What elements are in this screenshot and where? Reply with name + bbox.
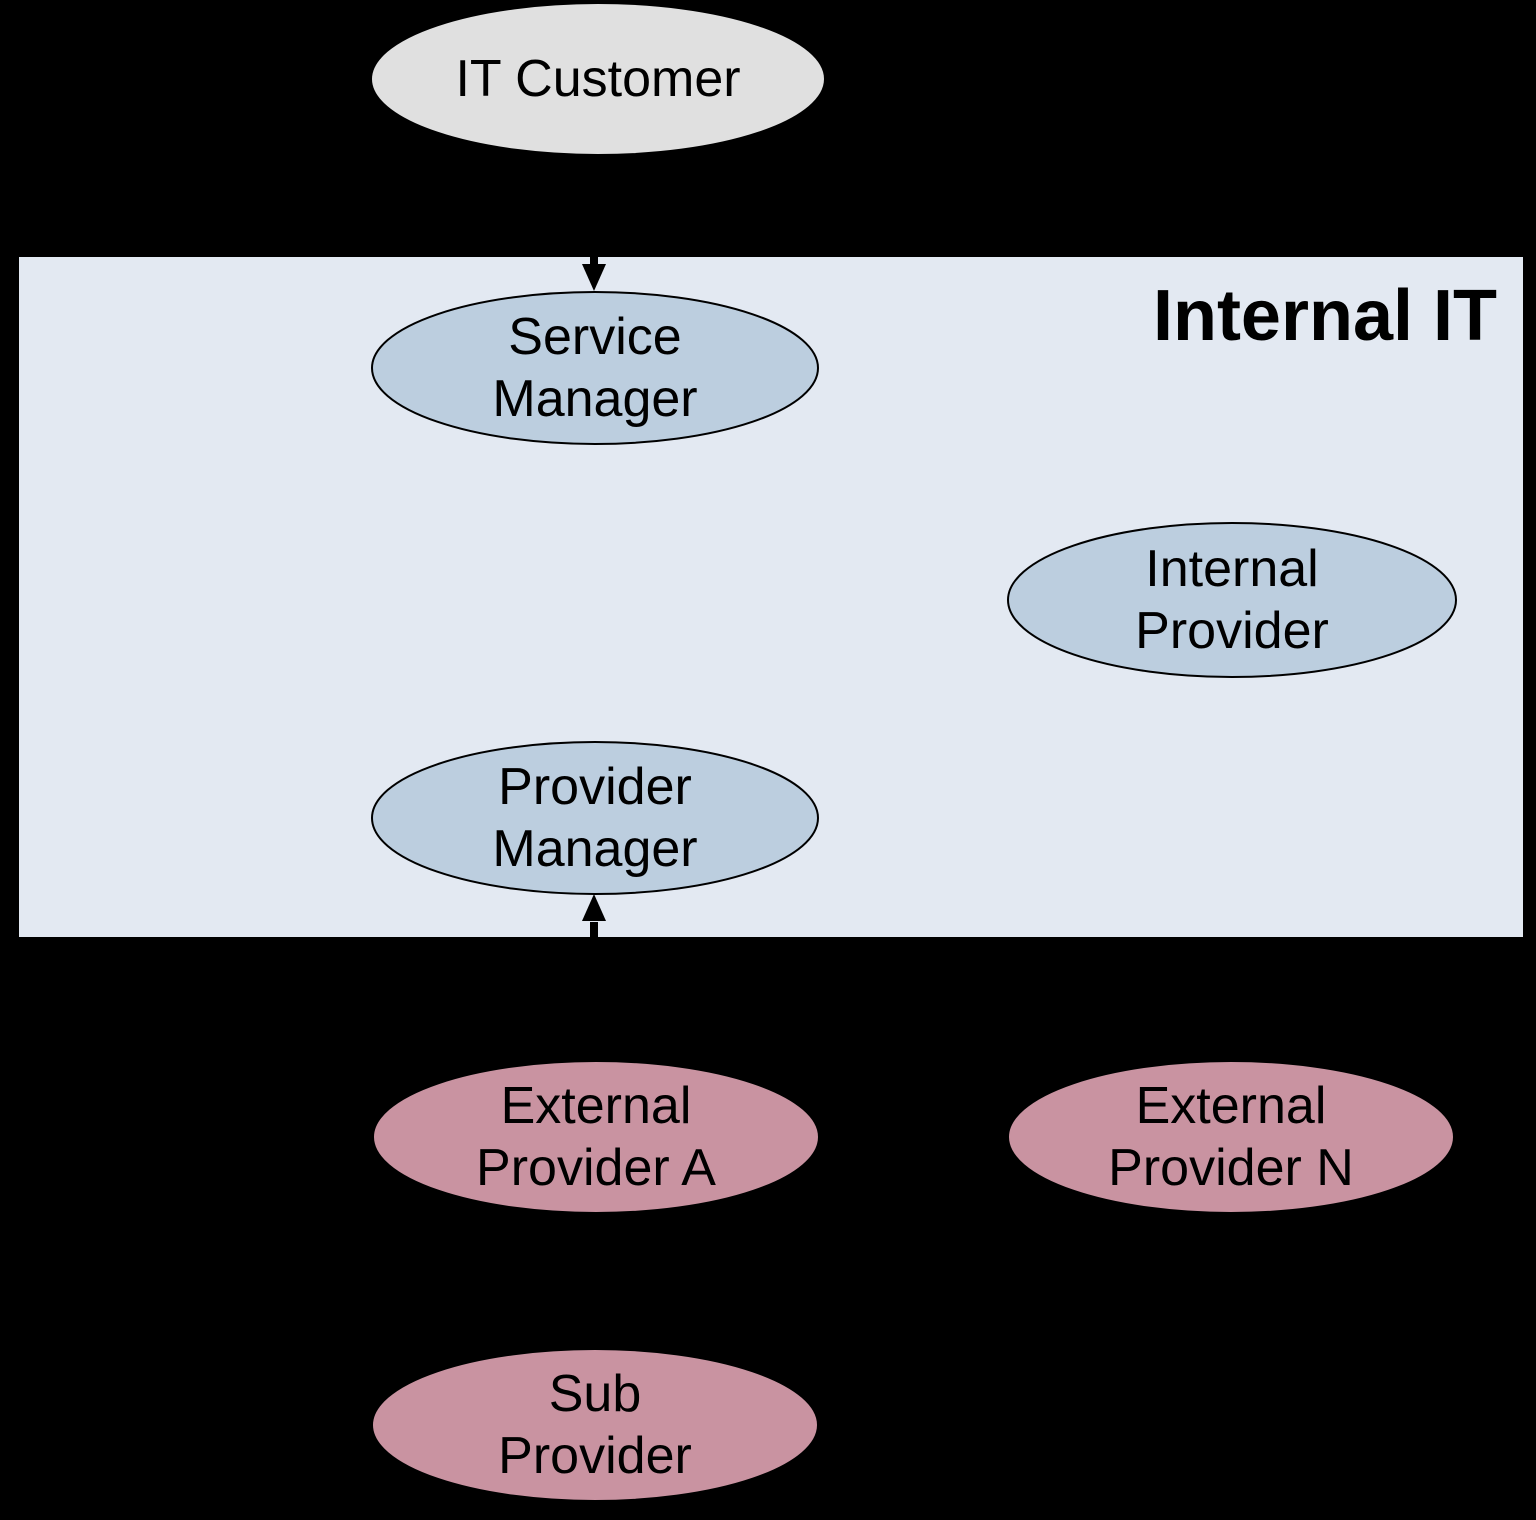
node-it-customer: IT Customer: [370, 2, 826, 156]
node-service-manager: Service Manager: [371, 291, 819, 445]
internal-provider-label-line1: Internal: [1145, 540, 1318, 598]
service-manager-shape: [371, 291, 819, 445]
internal-provider-label-line2: Provider: [1135, 602, 1329, 660]
external-provider-a-label-line2: Provider A: [476, 1139, 716, 1197]
sub-provider-label-line1: Sub: [549, 1365, 642, 1423]
external-provider-n-shape: [1007, 1060, 1455, 1214]
sub-provider-label-line2: Provider: [498, 1427, 692, 1485]
provider-manager-label-line2: Manager: [492, 820, 697, 878]
external-provider-n-label-line2: Provider N: [1108, 1139, 1354, 1197]
internal-it-box-title: Internal IT: [1153, 276, 1497, 356]
node-external-provider-n: External Provider N: [1007, 1060, 1455, 1214]
it-customer-shape: [370, 2, 826, 156]
arrow-external-provider-a-to-provider-manager: [582, 894, 606, 1062]
provider-manager-shape: [371, 741, 819, 895]
it-customer-label: IT Customer: [455, 50, 740, 108]
node-external-provider-a: External Provider A: [372, 1060, 820, 1214]
internal-provider-shape: [1007, 522, 1457, 678]
node-provider-manager: Provider Manager: [371, 741, 819, 895]
external-provider-a-shape: [372, 1060, 820, 1214]
sub-provider-shape: [371, 1348, 819, 1502]
node-internal-provider: Internal Provider: [1007, 522, 1457, 678]
arrow-external-provider-a-to-provider-manager-head: [582, 894, 606, 921]
service-manager-label-line1: Service: [508, 308, 681, 366]
service-manager-label-line2: Manager: [492, 370, 697, 428]
external-provider-n-label-line1: External: [1136, 1077, 1327, 1135]
node-sub-provider: Sub Provider: [371, 1348, 819, 1502]
arrow-it-customer-to-service-manager-head: [582, 264, 606, 291]
provider-manager-label-line1: Provider: [498, 758, 692, 816]
external-provider-a-label-line1: External: [501, 1077, 692, 1135]
arrow-it-customer-to-service-manager: [582, 154, 606, 291]
